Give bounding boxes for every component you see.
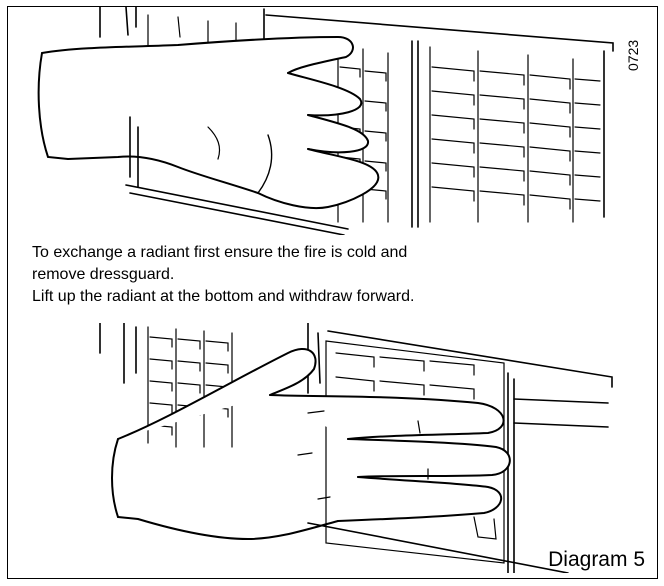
diagram-frame: 0723 To exchange a radiant first ensure … <box>7 6 658 579</box>
bottom-illustration <box>8 323 656 573</box>
reference-code: 0723 <box>625 40 641 71</box>
diagram-label: Diagram 5 <box>548 548 645 572</box>
caption-line-2: remove dressguard. <box>32 264 632 286</box>
top-illustration <box>8 7 656 235</box>
caption-line-3: Lift up the radiant at the bottom and wi… <box>32 286 632 308</box>
caption-line-1: To exchange a radiant first ensure the f… <box>32 242 632 264</box>
radiant-withdraw-drawing <box>8 323 656 573</box>
radiant-grip-drawing <box>8 7 656 235</box>
instruction-caption: To exchange a radiant first ensure the f… <box>32 242 632 308</box>
